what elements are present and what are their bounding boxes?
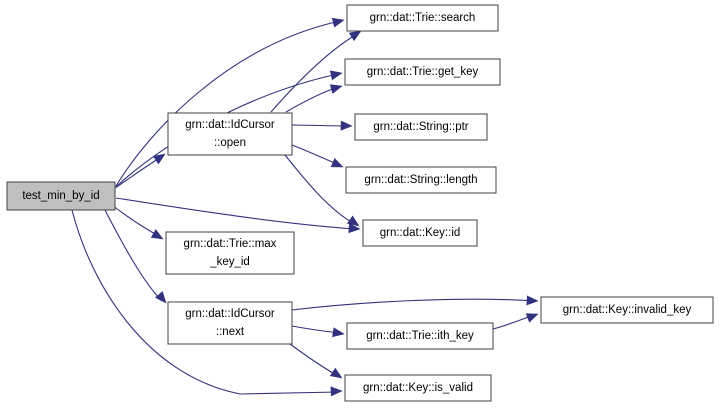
arrowhead-icon xyxy=(525,313,539,323)
node-label-root: test_min_by_id xyxy=(22,190,99,202)
arrowhead-group xyxy=(152,153,166,165)
node-box-max_key_id[interactable] xyxy=(165,231,295,275)
edge-root-to-key_id xyxy=(115,197,357,230)
edge-idcursor_open-to-key_id xyxy=(284,154,356,225)
arrowhead-group xyxy=(150,229,164,240)
arrowhead-group xyxy=(329,367,343,379)
node-label-idcursor_open: grn::dat::IdCursor xyxy=(185,119,275,131)
arrowhead-group xyxy=(332,327,345,338)
node-label-string_length: grn::dat::String::length xyxy=(364,174,477,186)
node-label-is_valid: grn::dat::Key::is_valid xyxy=(363,382,473,394)
graph-node-idcursor_open[interactable]: grn::dat::IdCursor::open xyxy=(167,112,293,156)
node-label-get_key: grn::dat::Trie::get_key xyxy=(367,66,479,78)
arrowhead-group xyxy=(329,84,343,94)
node-label-idcursor_next: grn::dat::IdCursor xyxy=(185,308,275,320)
arrowhead-icon xyxy=(346,215,360,227)
edge-idcursor_next-to-is_valid xyxy=(289,343,339,377)
graph-node-string_ptr[interactable]: grn::dat::String::ptr xyxy=(354,113,488,141)
edge-root-to-max_key_id xyxy=(111,204,160,237)
arrowhead-group xyxy=(329,70,343,81)
arrowhead-icon xyxy=(154,291,167,304)
graph-node-search[interactable]: grn::dat::Trie::search xyxy=(346,4,499,32)
edge-idcursor_open-to-get_key xyxy=(285,86,339,113)
node-box-idcursor_open[interactable] xyxy=(167,112,293,156)
graph-node-ith_key[interactable]: grn::dat::Trie::ith_key xyxy=(346,322,494,350)
graph-node-idcursor_next[interactable]: grn::dat::IdCursor::next xyxy=(167,301,293,345)
arrowhead-icon xyxy=(331,17,345,28)
edge-idcursor_open-to-string_ptr xyxy=(291,124,349,127)
graph-node-is_valid[interactable]: grn::dat::Key::is_valid xyxy=(344,374,492,402)
arrowhead-icon xyxy=(329,84,343,94)
node-box-get_key[interactable] xyxy=(344,58,501,86)
nodes-layer: test_min_by_id grn::dat::Trie::searchgrn:… xyxy=(6,4,714,402)
node-box-search[interactable] xyxy=(346,4,499,32)
arrowhead-icon xyxy=(330,386,343,397)
edge-idcursor_next-to-invalid_key xyxy=(291,298,535,311)
node-box-string_ptr[interactable] xyxy=(354,113,488,141)
node-box-key_id[interactable] xyxy=(362,219,478,247)
arrowhead-group xyxy=(346,215,360,227)
arrowhead-icon xyxy=(348,30,362,42)
graph-node-get_key[interactable]: grn::dat::Trie::get_key xyxy=(344,58,501,86)
node-box-string_length[interactable] xyxy=(345,166,497,194)
node-box-idcursor_next[interactable] xyxy=(167,301,293,345)
arrowhead-icon xyxy=(329,70,343,81)
arrowhead-icon xyxy=(332,327,345,338)
node-label-max_key_id: _key_id xyxy=(209,256,250,268)
graph-node-key_id[interactable]: grn::dat::Key::id xyxy=(362,219,478,247)
node-label-idcursor_next: ::next xyxy=(216,326,245,338)
node-label-invalid_key: grn::dat::Key::invalid_key xyxy=(563,304,692,316)
edge-root-to-idcursor_next xyxy=(104,209,163,302)
arrowhead-group xyxy=(330,158,344,168)
node-label-idcursor_open: ::open xyxy=(214,137,246,149)
edge-root-to-is_valid xyxy=(71,209,339,395)
arrowhead-icon xyxy=(150,229,164,240)
arrowhead-icon xyxy=(152,153,166,165)
arrowhead-group xyxy=(525,313,539,323)
arrowhead-icon xyxy=(329,367,343,379)
arrowhead-icon xyxy=(330,158,344,168)
arrowhead-group xyxy=(348,30,362,42)
edge-idcursor_open-to-search xyxy=(270,33,358,113)
node-box-ith_key[interactable] xyxy=(346,322,494,350)
edge-root-to-search xyxy=(115,20,341,187)
node-label-string_ptr: grn::dat::String::ptr xyxy=(373,121,468,133)
arrowheads-layer xyxy=(150,17,539,397)
node-label-max_key_id: grn::dat::Trie::max xyxy=(184,238,277,250)
arrowhead-group xyxy=(526,295,539,306)
node-box-is_valid[interactable] xyxy=(344,374,492,402)
arrowhead-group xyxy=(340,120,353,131)
edge-idcursor_next-to-ith_key xyxy=(291,325,341,334)
arrowhead-group xyxy=(154,291,167,304)
node-label-ith_key: grn::dat::Trie::ith_key xyxy=(366,330,474,342)
edge-root-to-idcursor_open xyxy=(114,156,162,189)
graph-node-invalid_key[interactable]: grn::dat::Key::invalid_key xyxy=(540,296,714,324)
node-box-root[interactable] xyxy=(6,181,116,211)
arrowhead-group xyxy=(348,223,361,234)
graph-node-root[interactable]: test_min_by_id xyxy=(6,181,116,211)
arrowhead-group xyxy=(331,17,345,28)
graph-node-string_length[interactable]: grn::dat::String::length xyxy=(345,166,497,194)
graph-node-max_key_id[interactable]: grn::dat::Trie::max_key_id xyxy=(165,231,295,275)
arrowhead-icon xyxy=(348,223,361,234)
arrowhead-icon xyxy=(340,120,353,131)
node-label-search: grn::dat::Trie::search xyxy=(370,12,476,24)
node-box-invalid_key[interactable] xyxy=(540,296,714,324)
node-label-key_id: grn::dat::Key::id xyxy=(380,227,461,239)
arrowhead-group xyxy=(330,386,343,397)
arrowhead-icon xyxy=(526,295,539,306)
edge-idcursor_open-to-string_length xyxy=(291,144,340,166)
